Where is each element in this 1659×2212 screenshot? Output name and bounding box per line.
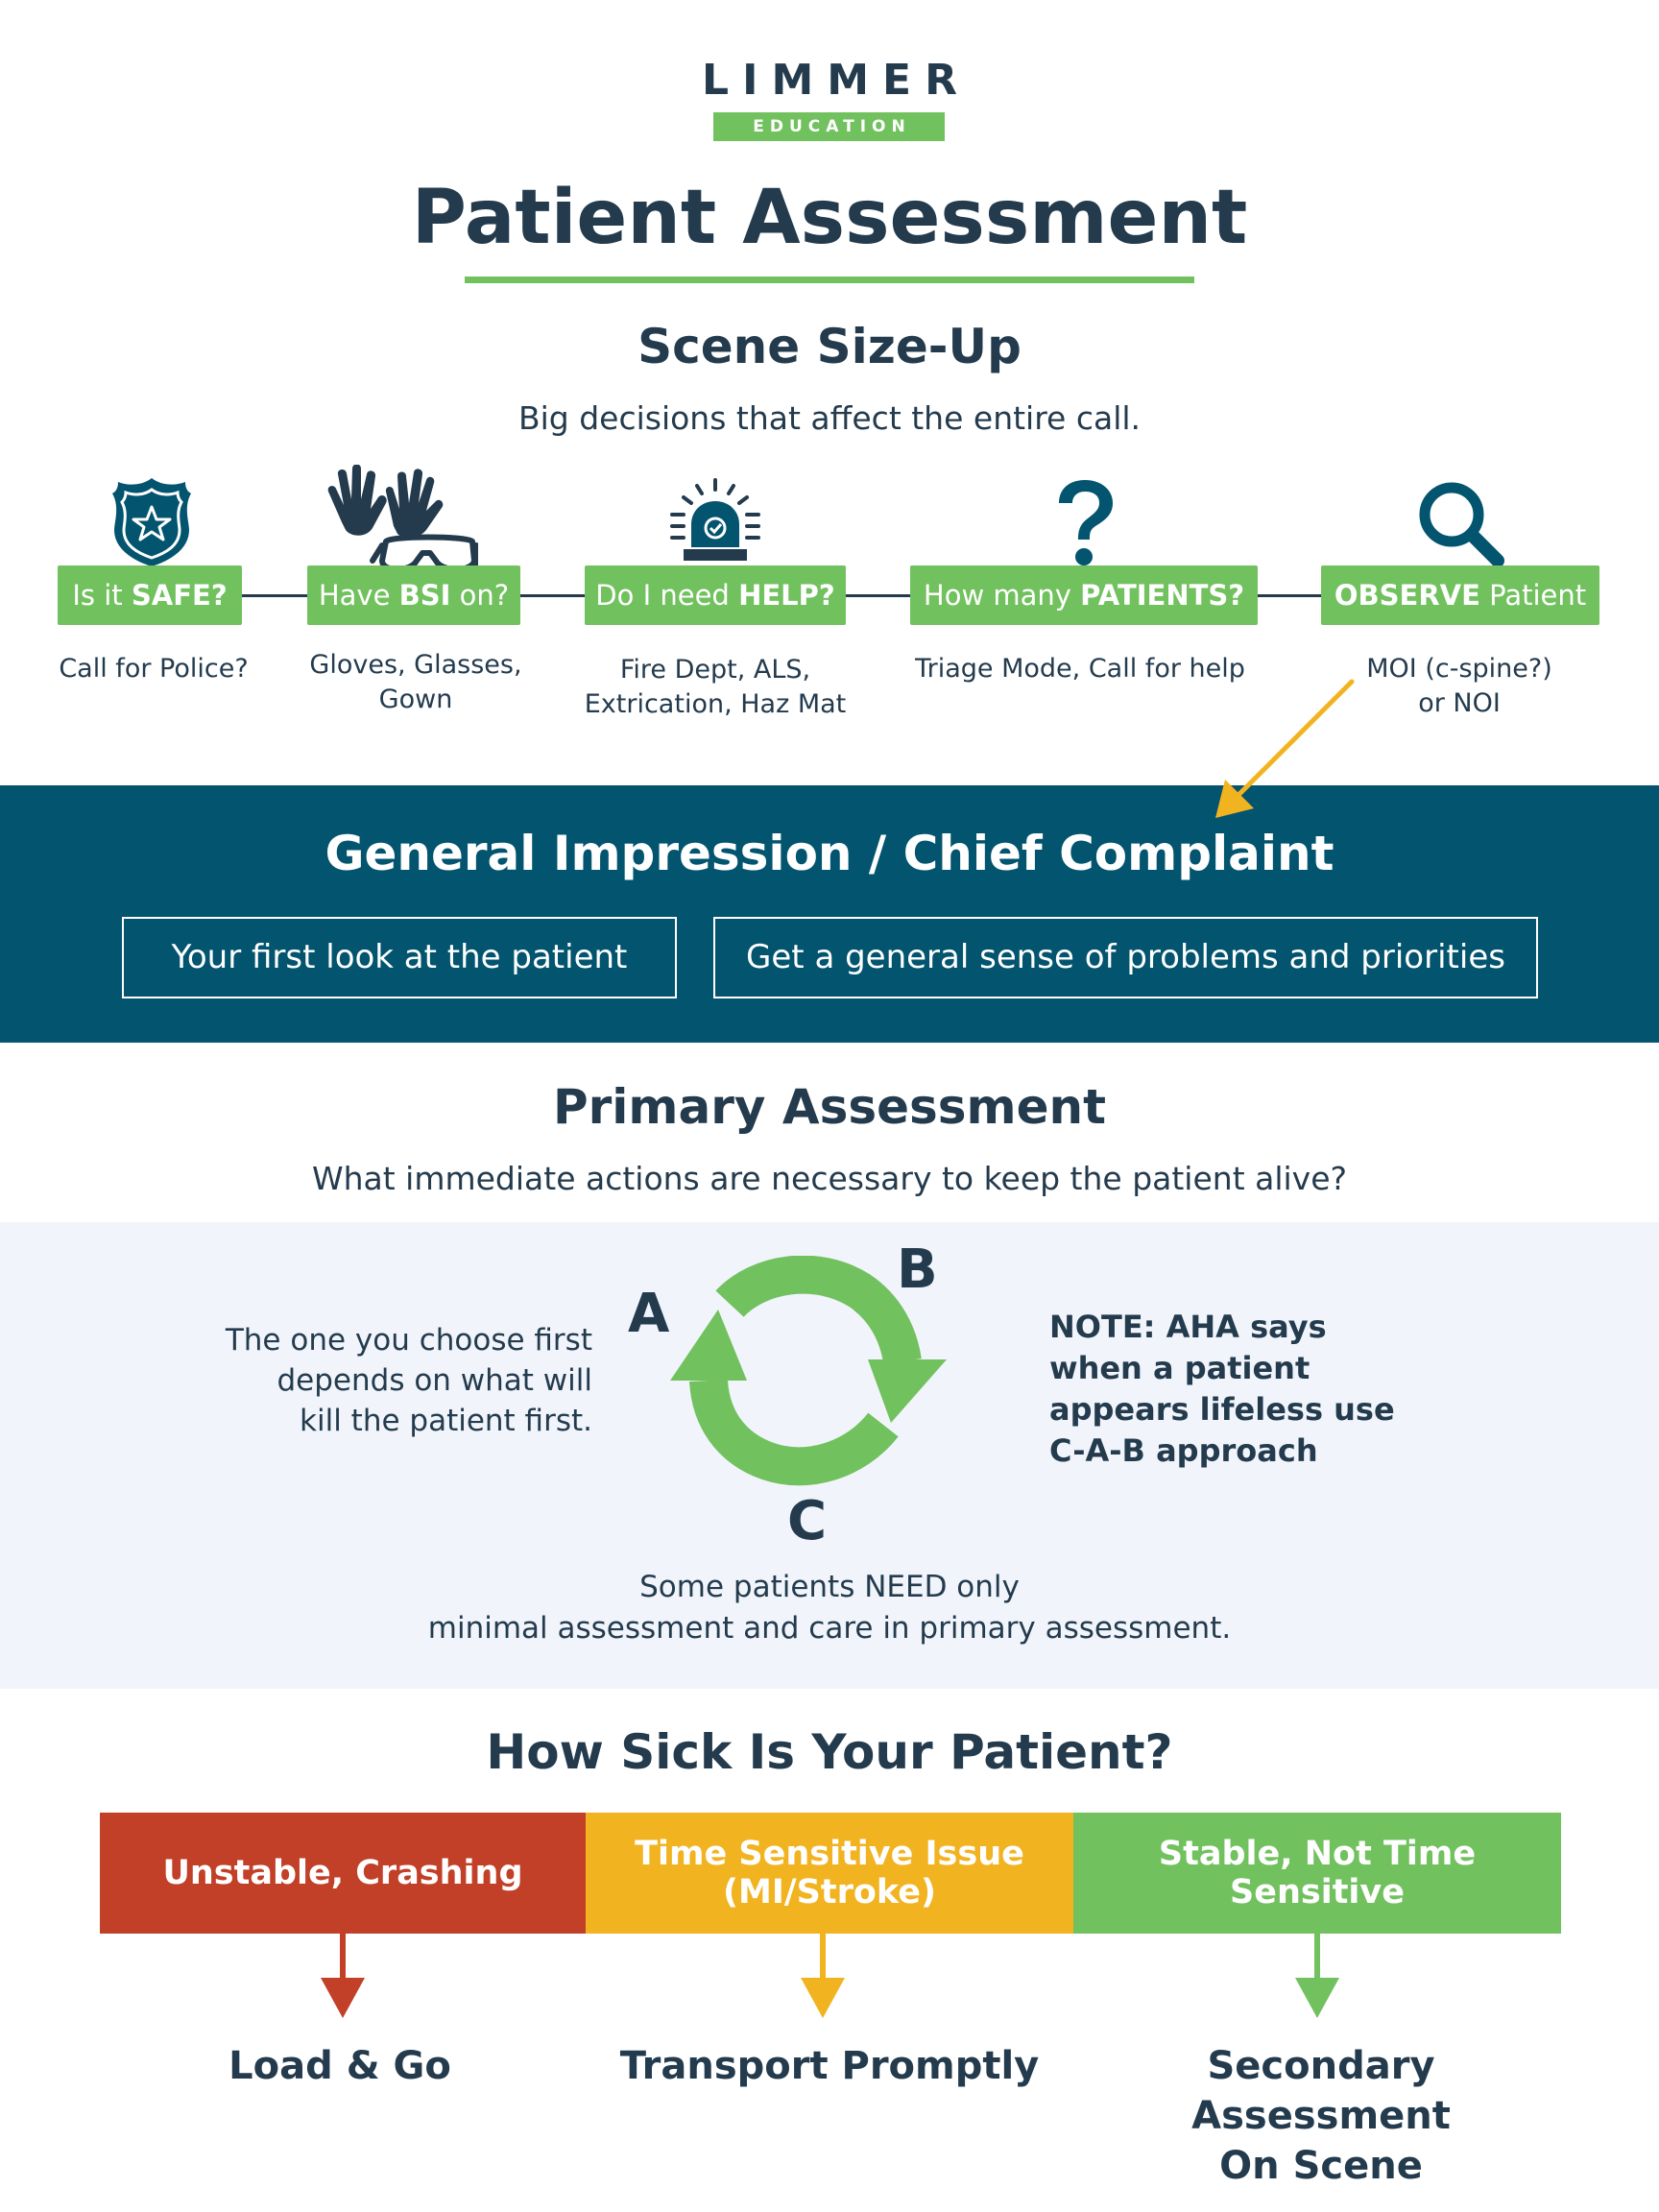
step-patients-desc: Triage Mode, Call for help	[915, 654, 1245, 684]
police-badge-icon	[112, 478, 191, 566]
severity-stable: Stable, Not Time Sensitive	[1073, 1813, 1561, 1934]
arrow-down-green	[1295, 1934, 1339, 2018]
gloves-goggles-icon	[327, 465, 478, 572]
aha-note: NOTE: AHA says when a patient appears li…	[1049, 1309, 1395, 1469]
siren-icon	[670, 478, 760, 561]
severity-unstable: Unstable, Crashing	[100, 1813, 586, 1934]
how-sick-heading: How Sick Is Your Patient?	[486, 1724, 1173, 1780]
logo-wordmark: LIMMER	[702, 56, 971, 105]
step-safe-desc: Call for Police?	[59, 654, 249, 684]
arrow-down-yellow	[801, 1934, 845, 2018]
question-mark-icon	[1059, 480, 1113, 565]
primary-assessment-heading: Primary Assessment	[552, 1079, 1107, 1135]
page-title: Patient Assessment	[411, 175, 1248, 261]
title-underline	[465, 276, 1194, 283]
step-patients: How many PATIENTS?	[910, 565, 1258, 625]
step-observe: OBSERVE Patient	[1321, 565, 1599, 625]
primary-assessment-subtitle: What immediate actions are necessary to …	[311, 1160, 1348, 1197]
magnifier-icon	[1419, 482, 1504, 567]
logo-tagline: EDUCATION	[713, 112, 945, 141]
outcome-load-and-go: Load & Go	[228, 2044, 451, 2088]
outcome-secondary-assessment: Secondary Assessment On Scene	[1191, 2044, 1451, 2188]
observe-arrow	[1215, 679, 1355, 818]
general-impression-heading: General Impression / Chief Complaint	[325, 826, 1334, 881]
step-help: Do I need HELP?	[585, 565, 846, 625]
first-look-box: Your first look at the patient	[122, 917, 677, 998]
step-bsi-desc: Gloves, Glasses, Gown	[309, 650, 522, 714]
step-safe: Is it SAFE?	[58, 565, 242, 625]
primary-assessment-footer: Some patients NEED only minimal assessme…	[427, 1570, 1232, 1646]
cycle-letter-a: A	[628, 1283, 670, 1345]
severity-time-sensitive: Time Sensitive Issue (MI/Stroke)	[586, 1813, 1073, 1934]
general-sense-box: Get a general sense of problems and prio…	[713, 917, 1538, 998]
step-bsi: Have BSI on?	[307, 565, 520, 625]
step-observe-desc: MOI (c-spine?) or NOI	[1366, 654, 1552, 718]
choice-note: The one you choose first depends on what…	[225, 1323, 592, 1438]
arrow-down-red	[321, 1934, 365, 2018]
general-impression-band	[0, 785, 1659, 1043]
outcome-transport-promptly: Transport Promptly	[619, 2044, 1040, 2088]
step-help-desc: Fire Dept, ALS, Extrication, Haz Mat	[584, 655, 847, 719]
scene-sizeup-subtitle: Big decisions that affect the entire cal…	[517, 399, 1142, 437]
abc-cycle-icon	[670, 1256, 947, 1486]
scene-sizeup-heading: Scene Size-Up	[637, 319, 1022, 374]
cycle-letter-b: B	[897, 1238, 938, 1301]
cycle-letter-c: C	[787, 1490, 828, 1552]
